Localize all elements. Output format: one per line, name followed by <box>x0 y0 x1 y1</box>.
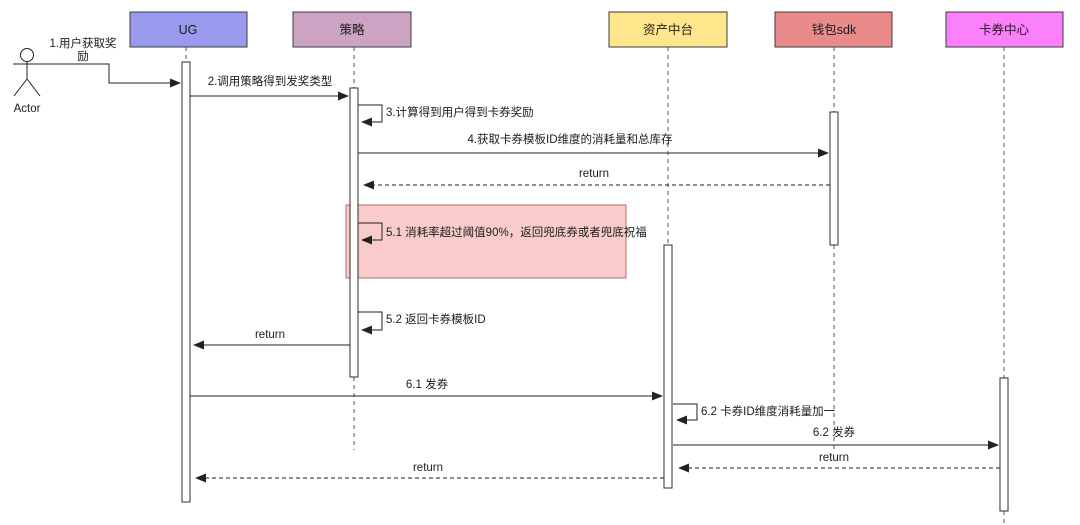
participant-headers: UG 策略 资产中台 钱包sdk 卡券中心 <box>129 11 1064 48</box>
message-62-label: 6.2 发券 <box>813 425 856 439</box>
message-3-label: 3.计算得到用户得到卡券奖励 <box>386 105 534 119</box>
actor-body <box>13 61 41 97</box>
return-2-label: return <box>255 329 285 341</box>
participant-qianbao-sdk: 钱包sdk <box>774 11 893 48</box>
message-1-line <box>41 63 181 88</box>
activation-ug <box>181 61 191 503</box>
participant-kaquan-zhongxin-box <box>945 11 1064 48</box>
participant-qianbao-sdk-label: 钱包sdk <box>812 22 857 37</box>
participant-zichanzhongtai: 资产中台 <box>608 11 728 48</box>
participant-ug-box <box>129 11 248 48</box>
message-1-label-line1: 1.用户获取奖 <box>49 36 117 50</box>
messages: 1.用户获取奖 励 2.调用策略得到发奖类型 3.计算得到用户得到卡券奖励 4.… <box>41 36 1000 483</box>
activation-celue <box>349 87 359 378</box>
actor-label: Actor <box>14 103 41 115</box>
message-51-self-line <box>358 222 383 245</box>
activation-qianbao-sdk <box>829 111 839 246</box>
message-4-label: 4.获取卡券模板ID维度的消耗量和总库存 <box>467 132 672 146</box>
participant-zichanzhongtai-box <box>608 11 728 48</box>
message-61-label: 6.1 发券 <box>406 377 449 391</box>
message-62-self-label: 6.2 卡券ID维度消耗量加一 <box>701 404 836 418</box>
note-threshold-box <box>345 204 627 279</box>
message-1-label-line2: 励 <box>77 50 89 63</box>
activation-zichanzhongtai <box>663 244 673 489</box>
message-52-label: 5.2 返回卡券模板ID <box>386 312 486 326</box>
participant-qianbao-sdk-box <box>774 11 893 48</box>
activation-bars <box>181 61 1009 512</box>
return-3-label: return <box>819 452 849 464</box>
activation-kaquan-zhongxin <box>999 377 1009 512</box>
actor-head <box>20 48 34 62</box>
lifelines <box>185 47 1005 523</box>
participant-celue-label: 策略 <box>339 22 365 37</box>
message-3-self-line <box>358 104 383 127</box>
message-2-label: 2.调用策略得到发奖类型 <box>208 74 333 88</box>
participant-ug-label: UG <box>179 23 198 37</box>
message-62-self-line <box>673 403 698 425</box>
participant-kaquan-zhongxin-label: 卡券中心 <box>979 22 1030 37</box>
participant-celue-box <box>292 11 412 48</box>
message-51-label: 5.1 消耗率超过阈值90%，返回兜底券或者兜底祝福 <box>386 225 647 239</box>
return-1-label: return <box>579 168 609 180</box>
participant-kaquan-zhongxin: 卡券中心 <box>945 11 1064 48</box>
participant-zichanzhongtai-label: 资产中台 <box>643 22 693 37</box>
participant-ug: UG <box>129 11 248 48</box>
message-52-self-line <box>358 311 383 335</box>
return-4-label: return <box>413 462 443 474</box>
actor-figure: Actor <box>13 48 41 115</box>
participant-celue: 策略 <box>292 11 412 48</box>
